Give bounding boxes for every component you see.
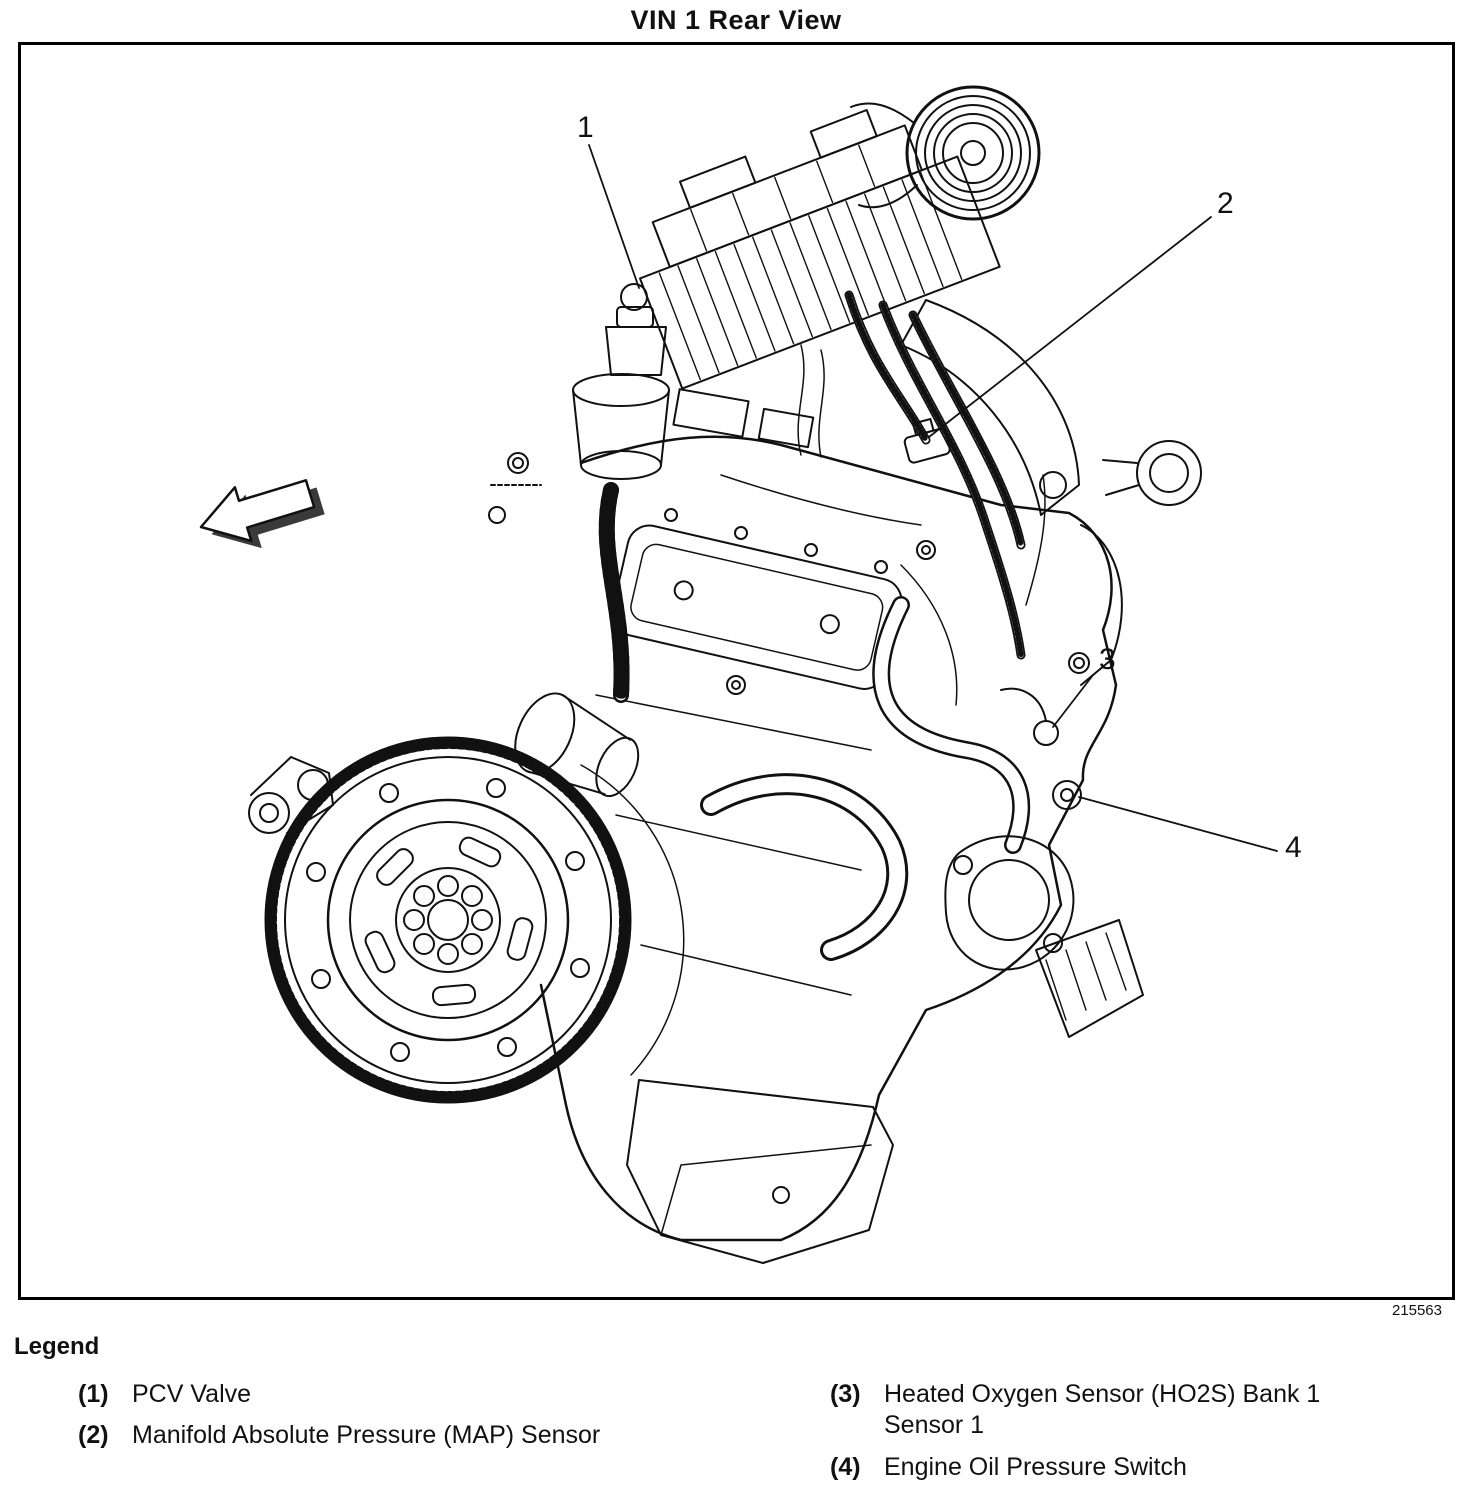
legend-item-4-number: (4) xyxy=(830,1452,861,1481)
legend-column-right: (3) Heated Oxygen Sensor (HO2S) Bank 1 S… xyxy=(830,1379,1345,1493)
valve-cover xyxy=(610,524,902,690)
engine-bracket xyxy=(899,299,1080,516)
heat-shield xyxy=(1034,919,1144,1038)
oil-pressure-switch xyxy=(1051,780,1082,810)
pcv-valve xyxy=(604,283,667,376)
crank-pulley xyxy=(849,85,1040,221)
callout-4-leader xyxy=(1077,796,1278,852)
legend-item-3: (3) Heated Oxygen Sensor (HO2S) Bank 1 S… xyxy=(830,1379,1345,1442)
legend-columns: (1) PCV Valve (2) Manifold Absolute Pres… xyxy=(0,1379,1472,1493)
ho2s-sensor xyxy=(999,687,1059,746)
legend-item-1-number: (1) xyxy=(78,1380,109,1408)
flywheel xyxy=(264,736,631,1104)
coolant-pipe xyxy=(871,596,1030,854)
legend: Legend (1) PCV Valve (2) Manifold Absolu… xyxy=(0,1333,1472,1493)
callout-4-label: 4 xyxy=(1285,831,1302,864)
callout-3-label: 3 xyxy=(1099,643,1116,676)
callout-leader-lines xyxy=(587,144,1278,852)
diagram-box: 1 2 3 4 xyxy=(17,42,1455,1300)
legend-item-1-label: PCV Valve xyxy=(132,1380,252,1408)
accordion-hose xyxy=(598,482,630,703)
engine-rear-view-diagram: 1 2 3 4 xyxy=(199,85,1302,1264)
callout-1-label: 1 xyxy=(577,111,594,144)
legend-heading: Legend xyxy=(14,1333,100,1360)
legend-column-left: (1) PCV Valve (2) Manifold Absolute Pres… xyxy=(78,1379,698,1493)
legend-item-2-number: (2) xyxy=(78,1421,109,1450)
exhaust-pipe xyxy=(699,773,908,961)
water-outlet xyxy=(1079,440,1202,686)
callout-labels: 1 2 3 4 xyxy=(577,111,1302,864)
legend-item-3-label: Heated Oxygen Sensor (HO2S) Bank 1 Senso… xyxy=(884,1380,1321,1440)
egr-valve xyxy=(571,373,814,480)
oil-pan xyxy=(625,1079,894,1264)
page-title: VIN 1 Rear View xyxy=(630,5,842,35)
legend-item-2: (2) Manifold Absolute Pressure (MAP) Sen… xyxy=(78,1420,698,1451)
callout-3-leader xyxy=(1051,674,1094,728)
figure-number: 215563 xyxy=(1391,1302,1442,1319)
exhaust-flange xyxy=(943,835,1074,971)
harness-hoses xyxy=(796,290,1025,660)
legend-item-3-number: (3) xyxy=(830,1380,861,1408)
legend-item-2-label: Manifold Absolute Pressure (MAP) Sensor xyxy=(132,1421,601,1450)
callout-2-leader xyxy=(927,216,1212,438)
legend-item-1: (1) PCV Valve xyxy=(78,1379,698,1410)
direction-arrow-icon xyxy=(199,479,325,549)
engine-block xyxy=(539,435,1117,1242)
map-sensor xyxy=(903,417,951,464)
intake-assembly xyxy=(638,108,1001,390)
left-fittings xyxy=(487,452,542,524)
callout-2-label: 2 xyxy=(1217,187,1234,220)
legend-item-4-label: Engine Oil Pressure Switch xyxy=(884,1452,1187,1481)
legend-item-4: (4) Engine Oil Pressure Switch xyxy=(830,1452,1345,1483)
callout-1-leader xyxy=(587,144,640,289)
